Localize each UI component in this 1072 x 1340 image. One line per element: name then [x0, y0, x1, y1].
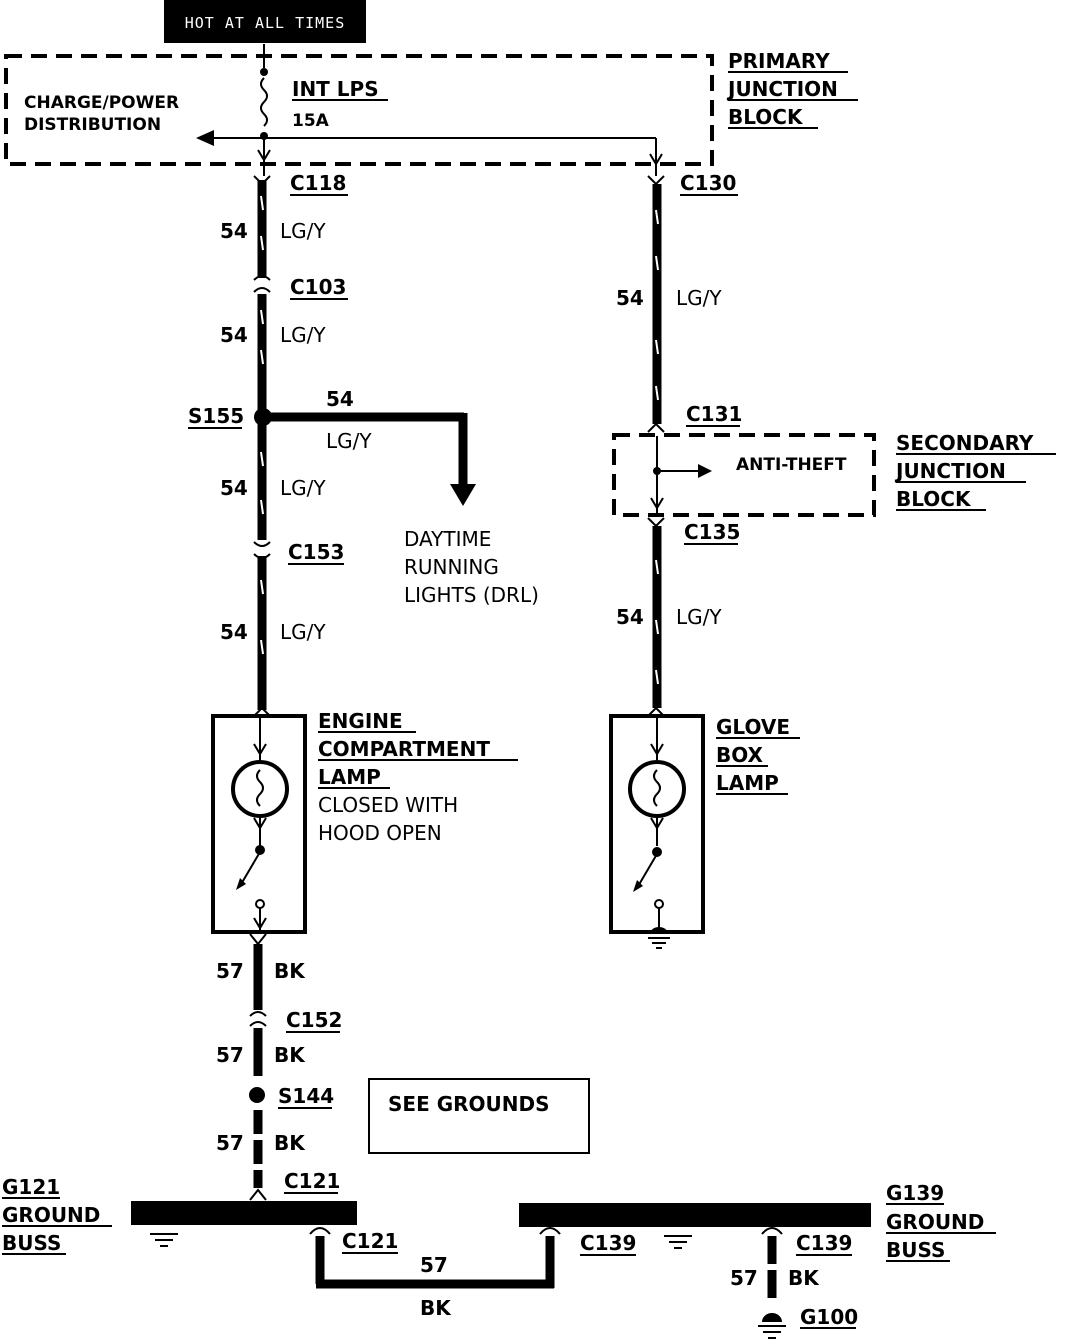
charge-power-line1: CHARGE/POWER: [24, 93, 179, 113]
color-lgy-a: LG/Y: [280, 219, 326, 243]
secondary-jb-line2: JUNCTION: [894, 459, 1006, 483]
drl-line2: RUNNING: [404, 555, 499, 579]
color-lgy-f: LG/Y: [676, 605, 722, 629]
circuit-54-e: 54: [616, 286, 644, 310]
engine-lamp-line2: COMPARTMENT: [318, 737, 490, 761]
color-bk-c: BK: [274, 1131, 306, 1155]
ground-icon: [150, 1233, 178, 1247]
fuse-int-lps: [260, 44, 268, 140]
circuit-57-g100: 57: [730, 1266, 758, 1290]
engine-lamp-line3: LAMP: [318, 765, 381, 789]
engine-compartment-lamp: [211, 714, 307, 934]
see-grounds-box: [368, 1078, 590, 1154]
g139-id: G139: [886, 1181, 944, 1205]
g139-line3: BUSS: [886, 1238, 945, 1262]
connector-c135: C135: [684, 520, 740, 544]
color-bk-jumper: BK: [420, 1296, 452, 1320]
connector-c121-top: C121: [284, 1169, 340, 1193]
arrow-left-icon: [196, 130, 214, 146]
circuit-54-c: 54: [220, 476, 248, 500]
engine-lamp-note2: HOOD OPEN: [318, 821, 442, 845]
primary-jb-line1: PRIMARY: [728, 49, 830, 73]
circuit-57-b: 57: [216, 1043, 244, 1067]
switch-icon: [239, 851, 261, 887]
connector-c139-left: C139: [580, 1231, 636, 1255]
g121-line3: BUSS: [2, 1231, 61, 1255]
ground-g100: G100: [800, 1305, 858, 1329]
glove-lamp-line3: LAMP: [716, 771, 779, 795]
connector-c118: C118: [290, 171, 346, 195]
circuit-54-d: 54: [220, 620, 248, 644]
splice-s144: S144: [278, 1084, 334, 1108]
primary-junction-block-box: [4, 54, 714, 166]
circuit-57-c: 57: [216, 1131, 244, 1155]
color-lgy-e: LG/Y: [676, 286, 722, 310]
connector-c130: C130: [680, 171, 736, 195]
glove-box-lamp: [609, 714, 705, 934]
color-lgy-drl: LG/Y: [326, 429, 372, 453]
circuit-54-f: 54: [616, 605, 644, 629]
g121-id: G121: [2, 1175, 60, 1199]
g121-line2: GROUND: [2, 1203, 100, 1227]
secondary-jb-line1: SECONDARY: [896, 431, 1034, 455]
see-grounds-text: SEE GROUNDS: [388, 1092, 550, 1116]
fuse-rating: 15A: [292, 111, 330, 131]
secondary-junction-block-box: [612, 433, 876, 517]
engine-lamp-note1: CLOSED WITH: [318, 793, 458, 817]
engine-lamp-line1: ENGINE: [318, 709, 403, 733]
circuit-54-drl: 54: [326, 387, 354, 411]
glove-lamp-line1: GLOVE: [716, 715, 790, 739]
color-bk-g100: BK: [788, 1266, 820, 1290]
splice-s144-dot: [249, 1087, 265, 1103]
connector-c139-right: C139: [796, 1231, 852, 1255]
color-lgy-d: LG/Y: [280, 620, 326, 644]
circuit-57-a: 57: [216, 959, 244, 983]
splice-s155-dot: [254, 408, 272, 426]
primary-jb-line2: JUNCTION: [726, 77, 838, 101]
drl-line3: LIGHTS (DRL): [404, 583, 539, 607]
g121-ground-buss: [131, 1201, 357, 1225]
connector-c152: C152: [286, 1008, 342, 1032]
ground-icon: [758, 1325, 786, 1339]
circuit-54-a: 54: [220, 219, 248, 243]
color-bk-b: BK: [274, 1043, 306, 1067]
color-lgy-b: LG/Y: [280, 323, 326, 347]
switch-icon: [636, 853, 658, 889]
g139-line2: GROUND: [886, 1210, 984, 1234]
connector-c153: C153: [288, 540, 344, 564]
ground-icon: [648, 937, 670, 949]
banner-text: HOT AT ALL TIMES: [185, 14, 346, 32]
connector-c103: C103: [290, 275, 346, 299]
ground-icon: [664, 1235, 692, 1249]
arrow-right-icon: [698, 464, 712, 478]
secondary-jb-line3: BLOCK: [896, 487, 972, 511]
fuse-name: INT LPS: [292, 77, 379, 101]
g139-ground-buss: [519, 1203, 871, 1227]
connector-c121-bottom: C121: [342, 1229, 398, 1253]
anti-theft-label: ANTI-THEFT: [736, 455, 847, 475]
color-lgy-c: LG/Y: [280, 476, 326, 500]
charge-power-line2: DISTRIBUTION: [24, 115, 161, 135]
connector-c131: C131: [686, 402, 742, 426]
circuit-54-b: 54: [220, 323, 248, 347]
circuit-57-jumper: 57: [420, 1253, 448, 1277]
hot-at-all-times-banner: HOT AT ALL TIMES: [164, 0, 366, 43]
primary-jb-line3: BLOCK: [728, 105, 804, 129]
glove-lamp-line2: BOX: [716, 743, 764, 767]
drl-line1: DAYTIME: [404, 527, 491, 551]
splice-s155: S155: [188, 404, 244, 428]
arrow-down-icon: [450, 484, 476, 506]
color-bk-a: BK: [274, 959, 306, 983]
